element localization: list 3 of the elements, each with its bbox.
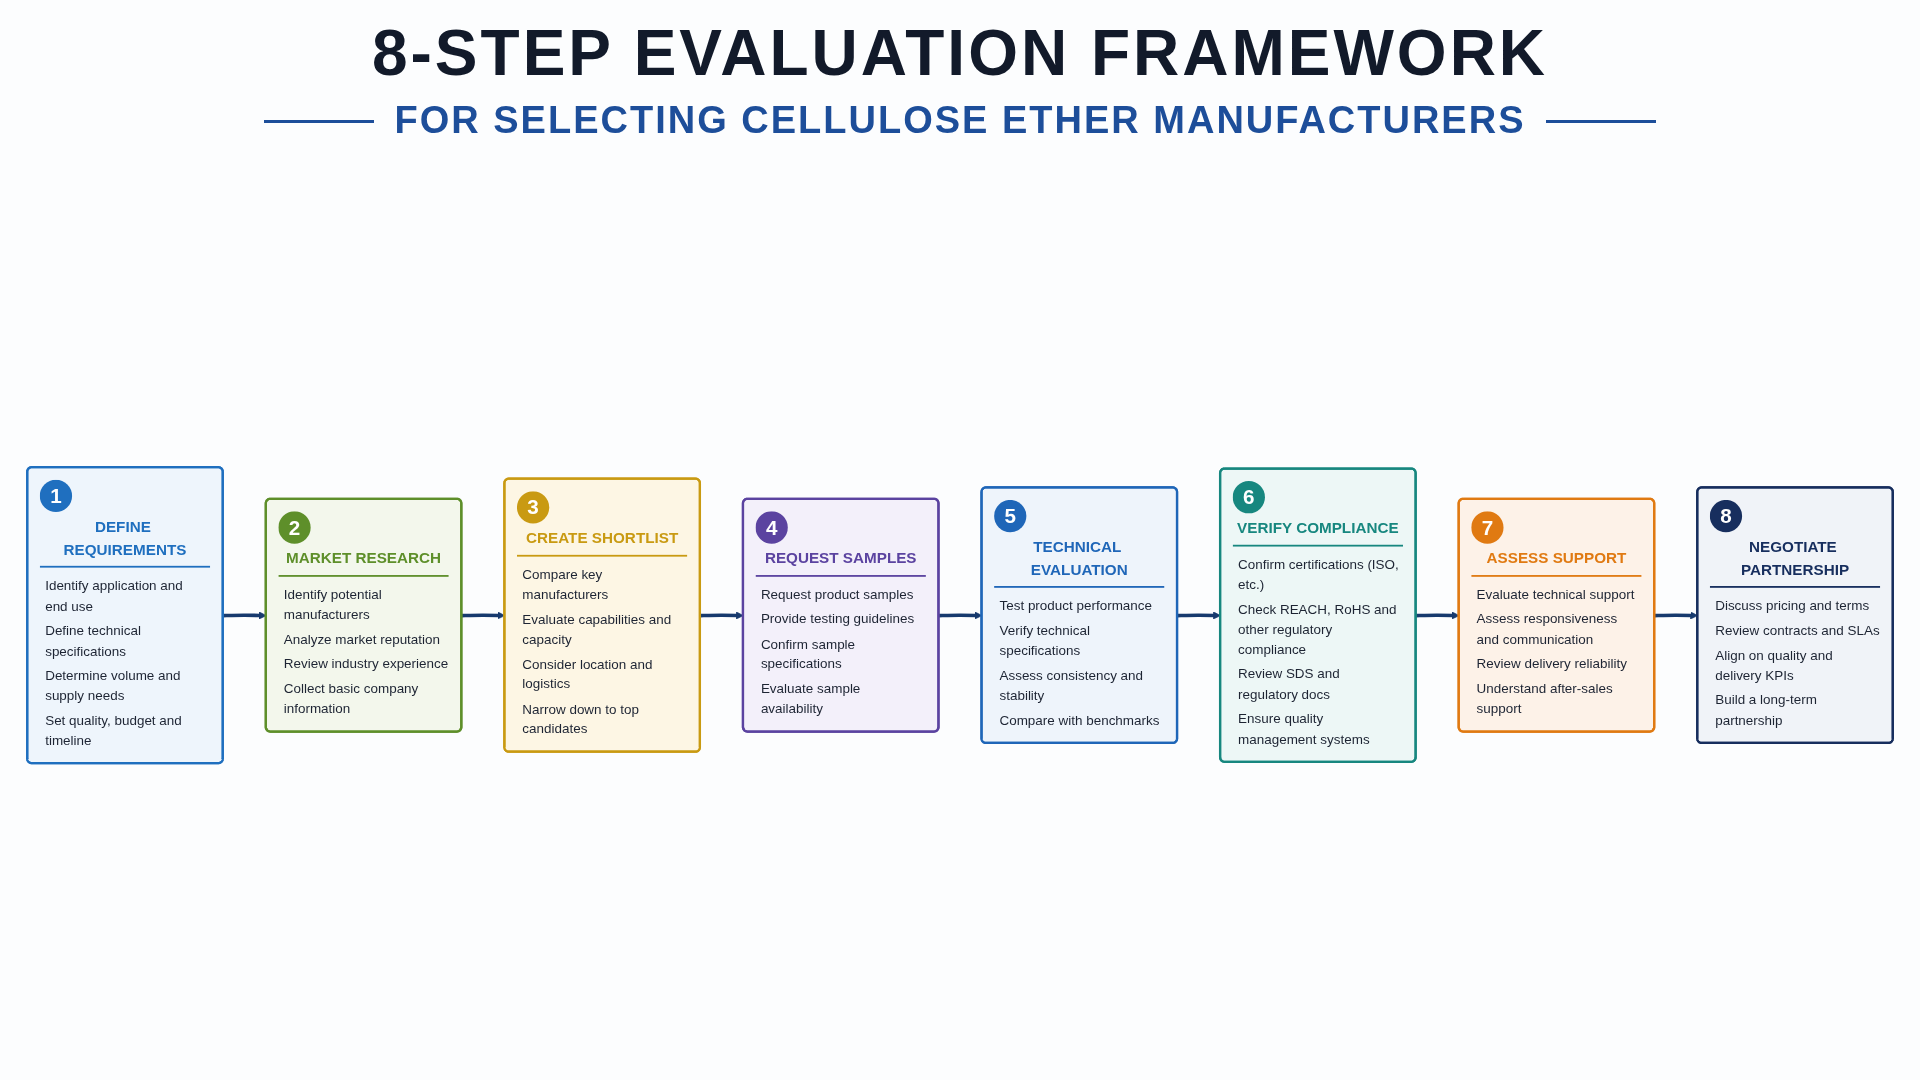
title: 8-STEP EVALUATION FRAMEWORK	[371, 18, 1549, 89]
subtitle: FOR SELECTING CELLULOSE ETHER MANUFACTURERS	[394, 98, 1526, 144]
arrow	[1177, 611, 1221, 620]
